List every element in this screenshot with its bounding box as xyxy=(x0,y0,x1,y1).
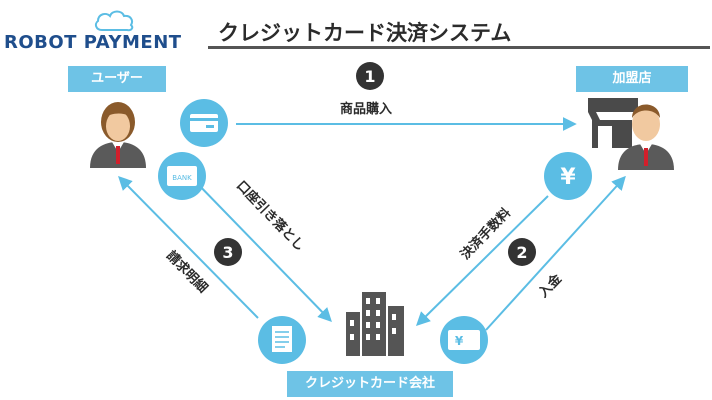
step-2-badge: 2 xyxy=(508,238,536,266)
step-1-badge: 1 xyxy=(356,62,384,90)
title-underline xyxy=(208,46,710,49)
statement-arrow xyxy=(118,176,259,319)
page-title: クレジットカード決済システム xyxy=(218,21,512,45)
yen-symbol: ¥ xyxy=(560,165,576,190)
user-label: ユーザー xyxy=(68,66,166,92)
deposit-label: 入金 xyxy=(535,270,565,301)
step-3-number: 3 xyxy=(222,243,233,262)
step-1-number: 1 xyxy=(364,67,375,86)
robot-payment-logo xyxy=(6,4,206,54)
statement-label: 請求明細 xyxy=(163,248,211,297)
cloud-icon xyxy=(94,10,134,32)
fee-label: 決済手数料 xyxy=(457,205,514,263)
card-company-label: クレジットカード会社 xyxy=(287,371,453,397)
logo-text: ROBOT PAYMENT xyxy=(4,32,182,53)
bank-card-text: BANK xyxy=(172,174,192,182)
debit-arrow xyxy=(191,177,332,323)
step-3-badge: 3 xyxy=(214,238,242,266)
merchant-label: 加盟店 xyxy=(576,66,688,92)
debit-label: 口座引き落とし xyxy=(233,178,308,255)
card-company-building-icon xyxy=(346,292,404,356)
statement-document-icon xyxy=(258,316,306,364)
fee-arrow xyxy=(416,195,549,326)
purchase-label: 商品購入 xyxy=(340,102,393,117)
deposit-arrow xyxy=(485,175,626,331)
merchant-store-icon xyxy=(588,98,638,148)
merchant-person-icon xyxy=(618,104,674,170)
credit-card-icon xyxy=(180,99,228,147)
yen-bill-symbol: ¥ xyxy=(455,334,464,348)
step-2-number: 2 xyxy=(516,243,527,262)
user-person-icon xyxy=(90,102,146,168)
yen-bill-icon: ¥ xyxy=(440,316,488,364)
yen-coin-icon: ¥ xyxy=(544,152,592,200)
bank-card-icon: BANK xyxy=(158,152,206,200)
